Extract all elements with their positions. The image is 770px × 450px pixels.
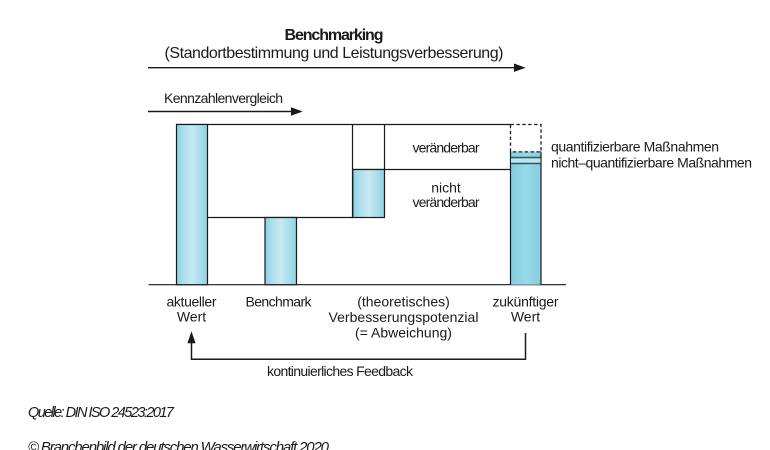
- svg-text:veränderbar: veränderbar: [413, 194, 480, 210]
- svg-text:Verbesserungspotenzial: Verbesserungspotenzial: [329, 309, 479, 325]
- svg-text:(= Abweichung): (= Abweichung): [355, 325, 452, 341]
- svg-text:Benchmark: Benchmark: [246, 294, 313, 310]
- svg-text:veränderbar: veränderbar: [413, 140, 480, 156]
- svg-text:nicht: nicht: [431, 180, 461, 196]
- svg-text:Wert: Wert: [511, 309, 540, 325]
- svg-text:kontinuierliches Feedback: kontinuierliches Feedback: [267, 363, 414, 379]
- svg-text:(Standortbestimmung und Leistu: (Standortbestimmung und Leistungsverbess…: [165, 45, 504, 62]
- svg-text:Wert: Wert: [177, 309, 206, 325]
- svg-text:quantifizierbare Maßnahmen: quantifizierbare Maßnahmen: [551, 138, 719, 154]
- svg-text:Quelle: DIN ISO 24523:2017: Quelle: DIN ISO 24523:2017: [28, 405, 175, 421]
- svg-text:nicht–quantifizierbare Maßnahm: nicht–quantifizierbare Maßnahmen: [551, 154, 752, 170]
- svg-text:zukünftiger: zukünftiger: [493, 294, 559, 310]
- svg-text:Benchmarking: Benchmarking: [285, 27, 384, 44]
- svg-text:© Branchenbild der deutschen W: © Branchenbild der deutschen Wasserwirts…: [28, 439, 330, 450]
- svg-text:aktueller: aktueller: [167, 294, 217, 310]
- svg-text:(theoretisches): (theoretisches): [357, 294, 450, 310]
- svg-text:Kennzahlenvergleich: Kennzahlenvergleich: [164, 90, 283, 106]
